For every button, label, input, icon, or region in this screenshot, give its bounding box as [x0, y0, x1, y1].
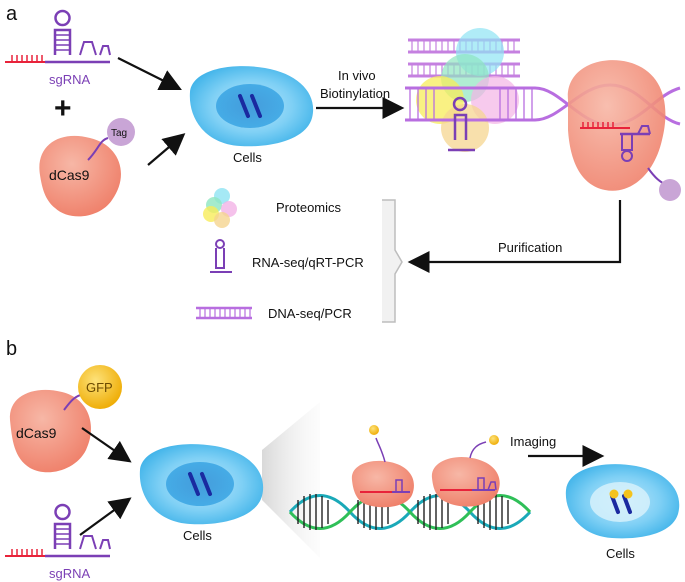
- cell-a: [189, 66, 314, 147]
- imaging-label: Imaging: [510, 434, 556, 449]
- cell-b: [139, 444, 264, 525]
- zoom-cone: [262, 402, 320, 558]
- panel-b-letter: b: [6, 338, 17, 360]
- dcas9-complex-2: [431, 435, 500, 507]
- arrow-purification: [407, 200, 622, 273]
- output-dna-seq: DNA-seq/PCR: [268, 306, 352, 321]
- panel-a-letter: a: [6, 3, 18, 25]
- cells-b-label: Cells: [183, 528, 212, 543]
- sgrna-b-graphic: [5, 503, 111, 558]
- cells-imaged-label: Cells: [606, 546, 635, 561]
- arrow-dcas9-to-cell-b: [81, 427, 132, 463]
- tag-circle: [107, 118, 135, 146]
- dcas9-b-label: dCas9: [16, 425, 57, 441]
- output-proteomics: Proteomics: [276, 200, 342, 215]
- sgrna-b-label: sgRNA: [49, 566, 91, 581]
- dna-complex-a: [405, 28, 681, 201]
- gfp-circle: [78, 365, 122, 409]
- output-rna-seq: RNA-seq/qRT-PCR: [252, 255, 364, 270]
- dna-icon: [196, 306, 252, 320]
- proteomics-icon: [203, 188, 237, 228]
- sgrna-a-graphic: [5, 9, 111, 64]
- tag-linker: [87, 137, 109, 161]
- output-bracket: [382, 199, 403, 323]
- arrow-sgrna-to-cell-b: [79, 497, 132, 536]
- dcas9-a-blob: [39, 135, 121, 217]
- dcas9-b-blob: [9, 389, 92, 473]
- arrow-sgrna-to-cell-a: [117, 57, 182, 90]
- purification-label: Purification: [498, 240, 562, 255]
- dcas9-a-label: dCas9: [49, 167, 90, 183]
- plus-sign: +: [54, 92, 72, 125]
- dna-helix-b: [288, 494, 532, 530]
- gfp-label: GFP: [86, 380, 113, 395]
- rna-icon: [210, 239, 232, 273]
- biotinylation-line1: In vivo: [338, 68, 376, 83]
- sgrna-a-label: sgRNA: [49, 72, 91, 87]
- tag-label: Tag: [111, 128, 127, 139]
- biotinylation-line2: Biotinylation: [320, 86, 390, 101]
- cells-a-label: Cells: [233, 150, 262, 165]
- dcas9-complex-1: [351, 425, 414, 508]
- arrow-dcas9-to-cell-a: [147, 133, 186, 166]
- cell-imaged: [565, 464, 680, 539]
